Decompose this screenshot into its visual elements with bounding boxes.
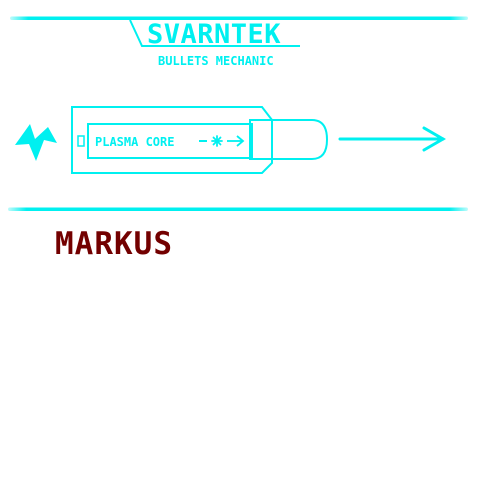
top-divider	[10, 16, 468, 20]
bottom-divider	[8, 207, 468, 211]
spark-icon	[211, 135, 223, 147]
bullet-casing	[71, 106, 273, 174]
lightning-zigzag-icon	[15, 124, 57, 161]
core-label: PLASMA CORE	[95, 135, 174, 149]
title: SVARNTEK	[147, 19, 281, 50]
author-name: MARKUS	[55, 226, 173, 262]
right-arrow-icon	[338, 126, 446, 152]
title-tab	[129, 19, 300, 47]
primer	[77, 135, 85, 147]
subtitle: BULLETS MECHANIC	[158, 54, 274, 68]
small-arrow-icon	[227, 135, 245, 147]
projectile-tip	[249, 119, 329, 160]
